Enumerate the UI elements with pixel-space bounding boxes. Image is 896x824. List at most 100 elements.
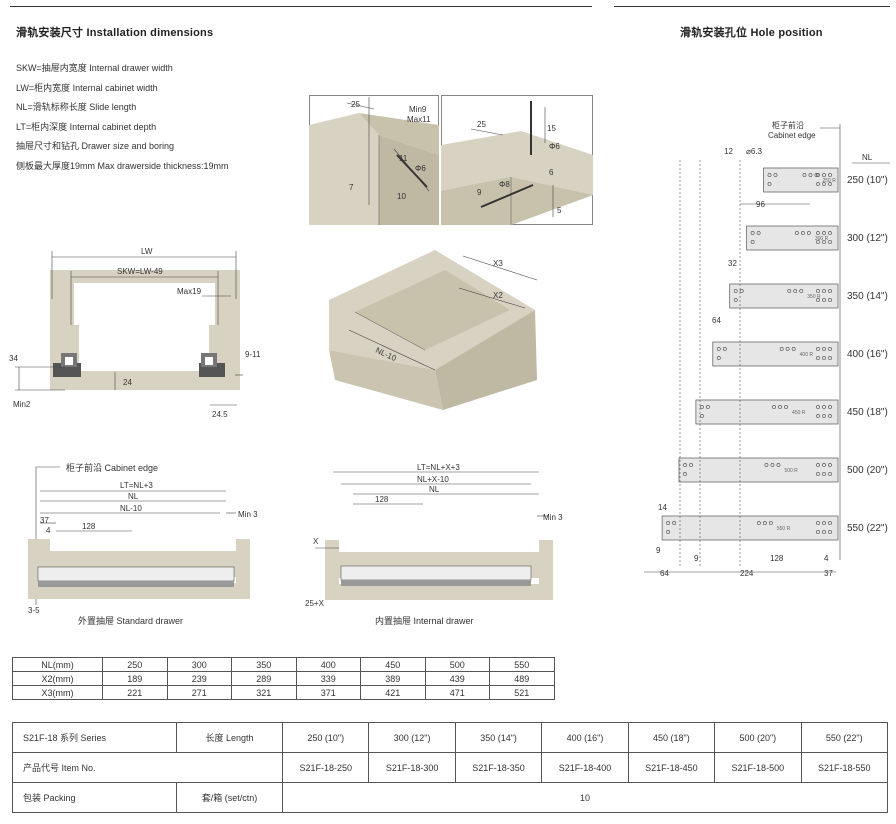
nl-row-header: X3(mm) [12, 685, 103, 700]
nl-cell: 389 [360, 671, 426, 686]
mounting-hole [816, 173, 820, 177]
dim-label: 5 [557, 206, 562, 215]
rail-size-label: 350 (14") [847, 291, 888, 302]
item-cell: S21F-18-450 [627, 752, 716, 783]
rail-mark: 400 R [800, 352, 814, 358]
rail-body [695, 399, 839, 425]
hole-label: 14 [658, 503, 667, 512]
mounting-hole [822, 414, 826, 418]
legend-item: 抽屉尺寸和钻孔 Drawer size and boring [16, 141, 175, 151]
mounting-hole [822, 347, 826, 351]
mounting-hole [767, 182, 772, 186]
dim-label: Min2 [13, 400, 31, 409]
mounting-hole [768, 521, 773, 525]
mounting-hole [750, 240, 755, 244]
hole-label: 224 [740, 569, 754, 578]
mounting-hole [733, 298, 738, 302]
mounting-hole [828, 240, 832, 244]
packing-value: 10 [282, 782, 888, 813]
mounting-hole [683, 463, 687, 467]
rail-body [661, 515, 839, 541]
nl-cell: 289 [231, 671, 297, 686]
mounting-hole [756, 231, 761, 235]
hole-label: 4 [824, 554, 829, 563]
nl-cell: 500 [424, 657, 490, 672]
rail: 400 R 400 (16") [712, 341, 888, 367]
dim-label: 24.5 [212, 410, 228, 419]
mounting-hole [733, 289, 738, 293]
mounting-hole [666, 521, 671, 525]
standard-drawer-diagram: LT=NL+3 NL NL-10 37 4 128 Min 3 3-5 [28, 466, 258, 615]
length-cell: 300 (12") [368, 722, 456, 753]
dim-label: 9 [477, 188, 482, 197]
mounting-hole [762, 521, 767, 525]
mounting-hole [828, 231, 832, 235]
nl-header: NL [862, 153, 873, 162]
hole-title: 滑轨安装孔位 Hole position [680, 27, 823, 39]
hole-label: 9 [656, 546, 661, 555]
rail-mark: 550 R [777, 526, 791, 532]
nl-cell: 471 [424, 685, 490, 700]
mounting-hole [816, 240, 820, 244]
rail-size-label: 250 (10") [847, 175, 888, 186]
hole-label: 96 [756, 200, 765, 209]
mounting-hole [828, 472, 832, 476]
dim-label: 9-11 [245, 350, 261, 359]
rail-body [729, 283, 839, 309]
mounting-hole [816, 231, 820, 235]
nl-cell: 221 [102, 685, 168, 700]
nl-cell: 339 [295, 671, 361, 686]
mounting-hole [773, 173, 778, 177]
mounting-hole [683, 472, 687, 476]
series-table: S21F-18 系列 Series 长度 Length 250 (10") 30… [12, 722, 889, 813]
rail-size-label: 550 (22") [847, 523, 888, 534]
dim-label: 15 [547, 124, 556, 133]
dim-label: 37 [40, 516, 49, 525]
rail-size-label: 500 (20") [847, 465, 888, 476]
rail-mark: 250 R [822, 178, 836, 184]
mounting-hole [822, 240, 826, 244]
mounting-hole [822, 289, 826, 293]
dim-label: Φ6 [415, 164, 426, 173]
length-cell: 400 (16") [541, 722, 629, 753]
dim-label: 11 [399, 154, 408, 163]
mounting-hole [822, 463, 826, 467]
mounting-hole [794, 231, 799, 235]
item-cell: S21F-18-350 [454, 752, 543, 783]
legend-item: LW=柜内宽度 Internal cabinet width [16, 82, 158, 93]
mounting-hole [822, 405, 826, 409]
length-cell: 500 (20") [714, 722, 802, 753]
dim-label: 34 [9, 354, 18, 363]
mounting-hole [764, 463, 769, 467]
hole-label: 64 [712, 316, 721, 325]
dim-label: 128 [82, 522, 96, 531]
dim-label: LT=NL+3 [120, 481, 153, 490]
cabinet-edge-cn: 柜子前沿 [772, 120, 804, 130]
nl-cell: 239 [166, 671, 232, 686]
item-label: 产品代号 Item No. [12, 752, 283, 783]
dim-label: Min 3 [543, 513, 563, 522]
packing-unit: 套/箱 (set/ctn) [176, 782, 283, 813]
nl-cell: 371 [295, 685, 361, 700]
mounting-hole [828, 356, 832, 360]
mounting-hole [828, 173, 832, 177]
mounting-hole [689, 463, 693, 467]
mounting-hole [793, 289, 798, 293]
install-title: 滑轨安装尺寸 Installation dimensions [16, 27, 214, 39]
mounting-hole [776, 463, 781, 467]
hole-label: 128 [770, 554, 784, 563]
rail-body [746, 225, 839, 251]
mounting-hole [779, 347, 784, 351]
mounting-hole [816, 182, 820, 186]
mounting-hole [716, 356, 721, 360]
internal-drawer-diagram: LT=NL+X+3 NL+X-10 NL 128 X Min 3 25+X [305, 463, 563, 608]
length-row: S21F-18 系列 Series 长度 Length 250 (10") 30… [12, 722, 889, 753]
rail-size-label: 400 (16") [847, 349, 888, 360]
nl-cell: 250 [102, 657, 168, 672]
mounting-hole [828, 463, 832, 467]
dim-label: X [313, 537, 319, 546]
dim-label: X3 [493, 259, 503, 268]
